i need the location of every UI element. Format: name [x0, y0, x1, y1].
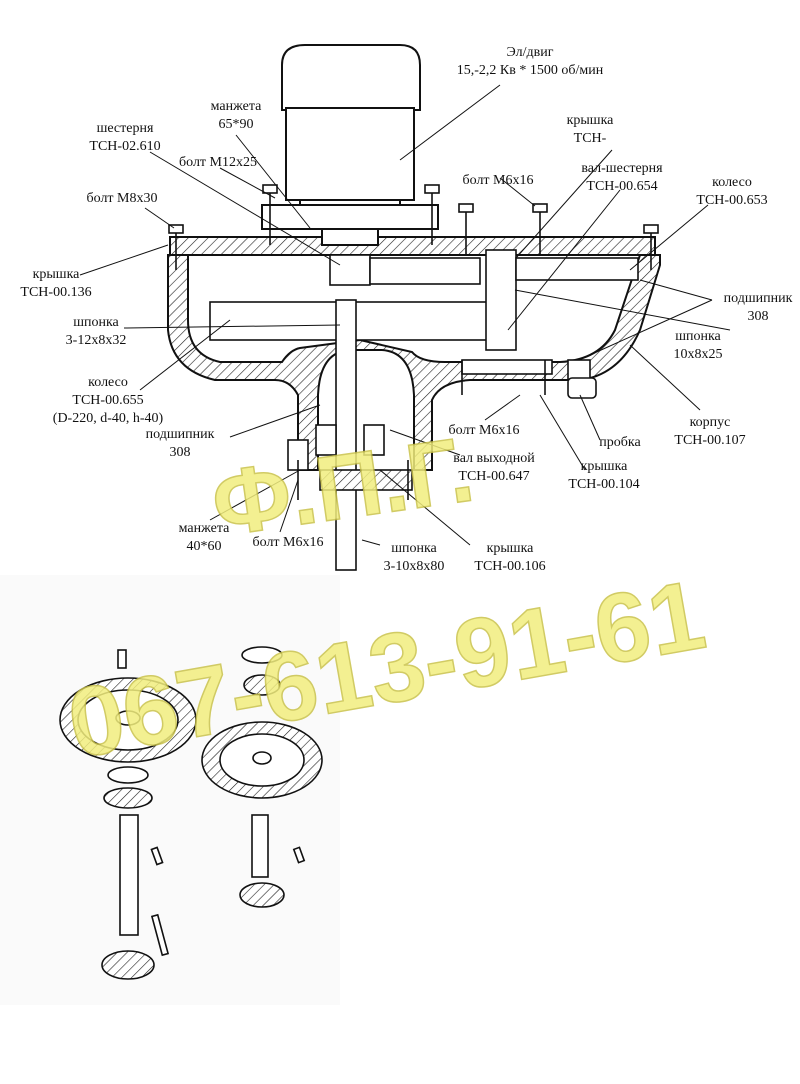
motor	[261, 44, 439, 230]
housing-lid	[169, 228, 656, 256]
label-plug: пробка	[599, 435, 641, 450]
leader-lines	[79, 84, 731, 546]
exploded-view	[0, 575, 340, 1005]
section-view	[79, 44, 731, 571]
label-bolt-m6-mid: болт М6х16	[449, 423, 520, 438]
label-bolt-m6-low: болт М6х16	[253, 535, 324, 550]
watermark-logo: Ф.П.Г.	[206, 418, 480, 555]
internal-parts	[209, 249, 639, 571]
label-bolt-m8: болт М8х30	[87, 191, 158, 206]
bolts	[168, 184, 659, 500]
label-bolt-m12: болт М12х25	[179, 155, 257, 170]
label-bolt-m6-top: болт М6х16	[463, 173, 534, 188]
